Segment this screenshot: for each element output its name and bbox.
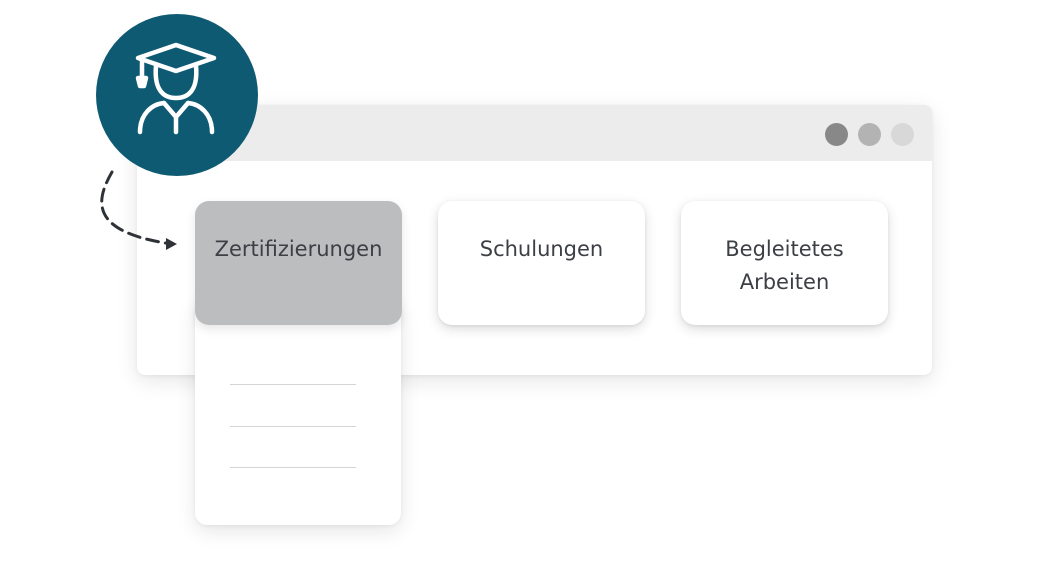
graduate-icon <box>135 42 217 135</box>
tab-zertifizierungen[interactable]: Zertifizierungen <box>195 201 402 325</box>
tab-label: Schulungen <box>479 237 604 261</box>
dropdown-item-placeholder[interactable] <box>230 467 356 468</box>
tab-schulungen[interactable]: Schulungen <box>438 201 645 325</box>
window-control-dark[interactable] <box>825 123 848 146</box>
window-control-light[interactable] <box>891 123 914 146</box>
dropdown-item-placeholder[interactable] <box>230 426 356 427</box>
tab-begleitetes-arbeiten[interactable]: Begleitetes Arbeiten <box>681 201 888 325</box>
dropdown-item-placeholder[interactable] <box>230 384 356 385</box>
window-titlebar <box>137 105 932 161</box>
tab-label: Begleitetes Arbeiten <box>725 237 844 294</box>
dropdown-panel <box>195 300 401 525</box>
tab-label: Zertifizierungen <box>214 237 383 261</box>
window-control-medium[interactable] <box>858 123 881 146</box>
graduate-avatar <box>96 14 258 176</box>
